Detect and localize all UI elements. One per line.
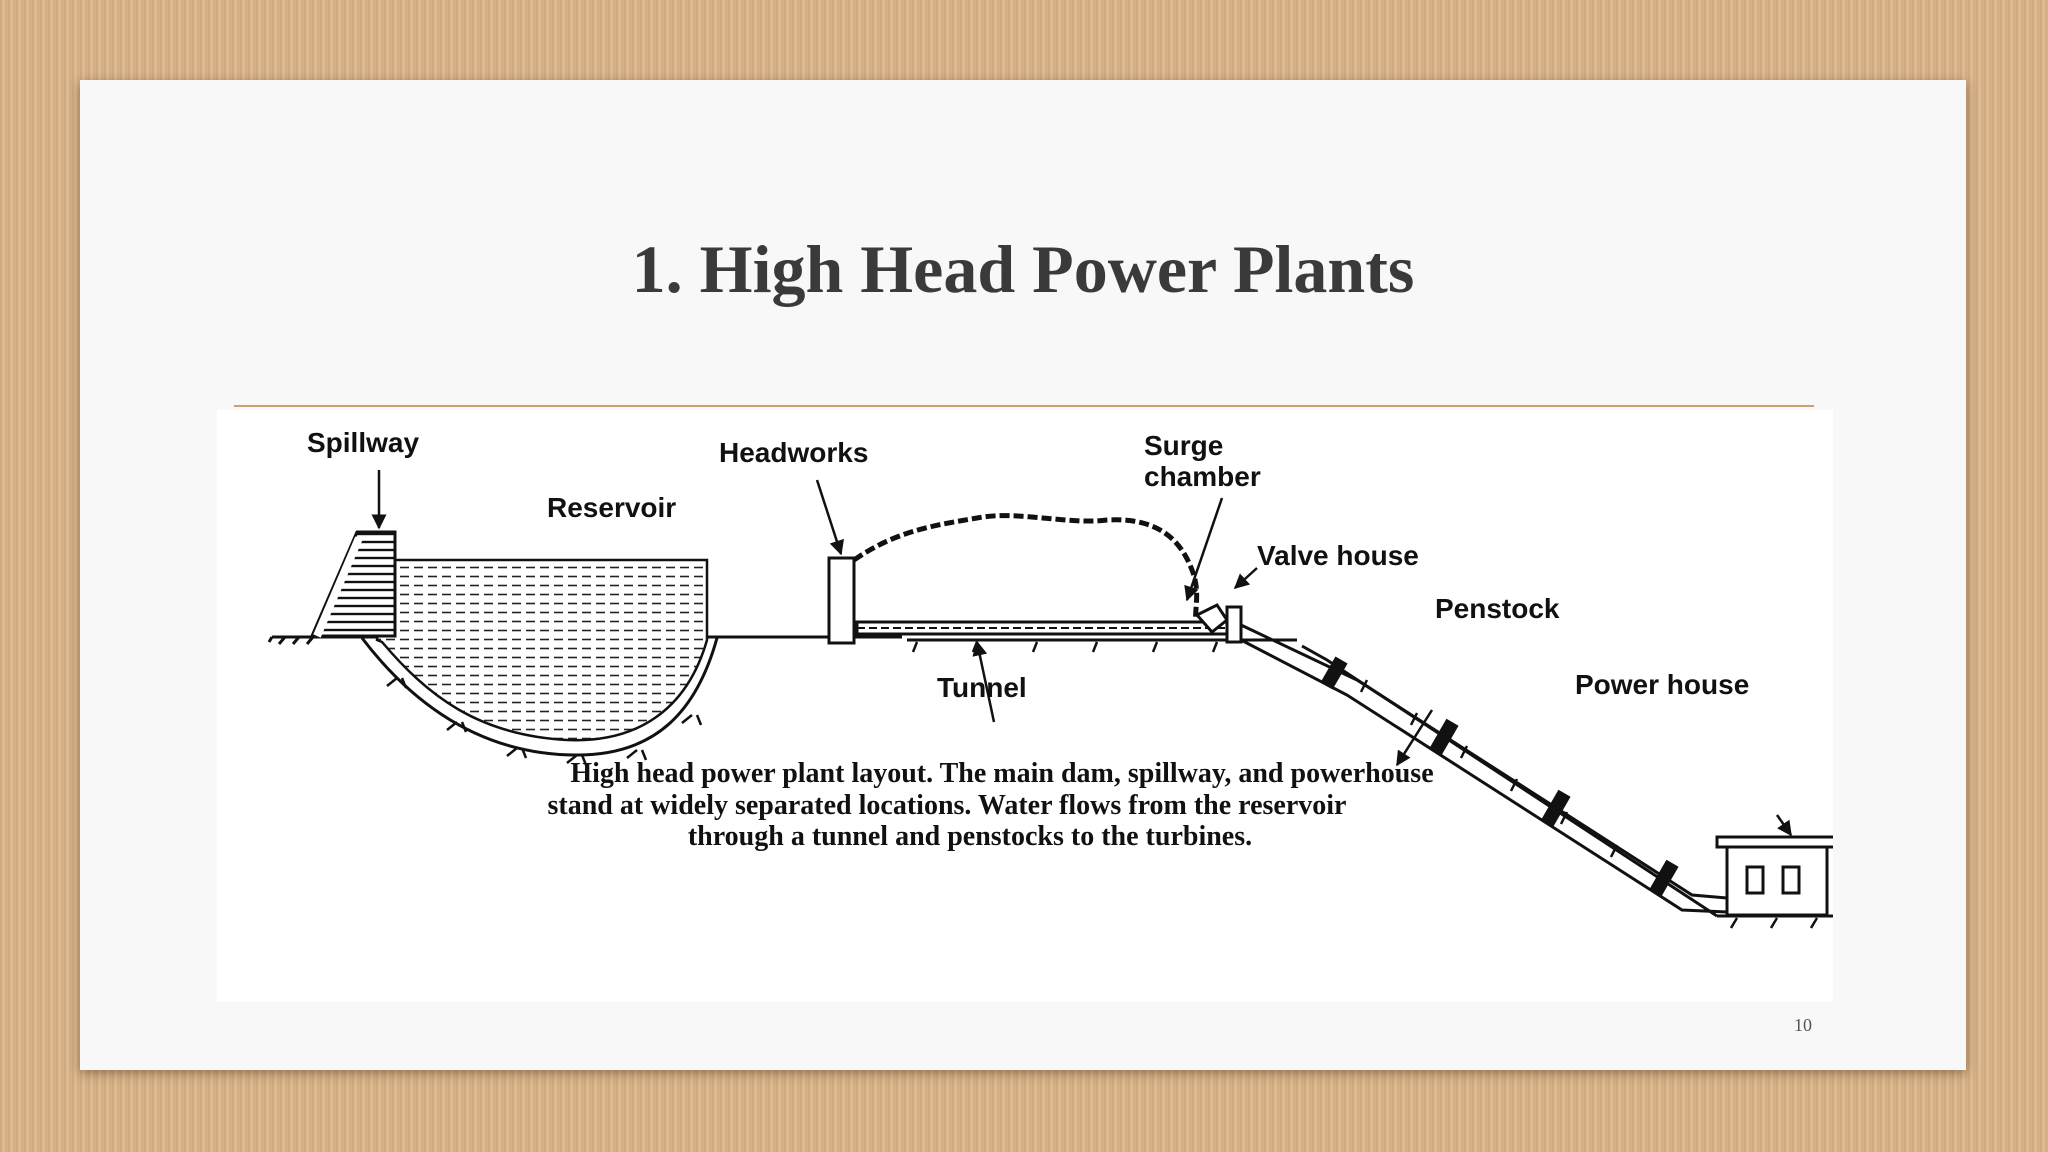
- label-surge-line1: Surge: [1144, 430, 1223, 461]
- headworks-structure: [827, 556, 856, 645]
- high-head-diagram: Spillway Reservoir Headworks Surge chamb…: [267, 427, 1833, 929]
- label-surge-line2: chamber: [1144, 461, 1261, 492]
- label-tunnel: Tunnel: [937, 672, 1027, 703]
- label-spillway: Spillway: [307, 427, 419, 458]
- page-number: 10: [1794, 1015, 1812, 1035]
- slide: 1. High Head Power Plants: [80, 80, 1966, 1070]
- slide-title: 1. High Head Power Plants: [631, 231, 1415, 307]
- caption-line2: stand at widely separated locations. Wat…: [548, 790, 1347, 821]
- hill: [852, 513, 1200, 631]
- label-headworks: Headworks: [719, 437, 868, 468]
- penstock: [1240, 623, 1728, 914]
- label-valve-house: Valve house: [1257, 540, 1419, 571]
- reservoir-bed-hatch: [386, 677, 703, 766]
- caption-line3: through a tunnel and penstocks to the tu…: [688, 821, 1252, 852]
- label-penstock: Penstock: [1435, 593, 1560, 624]
- title-divider: [234, 405, 1814, 407]
- label-power-house: Power house: [1575, 669, 1749, 700]
- label-arrows: [371, 470, 1793, 837]
- reservoir-water: [375, 558, 709, 742]
- caption-line1: High head power plant layout. The main d…: [570, 758, 1433, 789]
- penstock-anchors: [1320, 656, 1679, 897]
- spillway-dam: [309, 530, 397, 638]
- label-reservoir: Reservoir: [547, 492, 676, 523]
- power-house: [1715, 835, 1833, 917]
- valve-house: [1225, 605, 1243, 644]
- diagram-figure: Spillway Reservoir Headworks Surge chamb…: [217, 410, 1833, 1002]
- spillway-face: [313, 536, 363, 638]
